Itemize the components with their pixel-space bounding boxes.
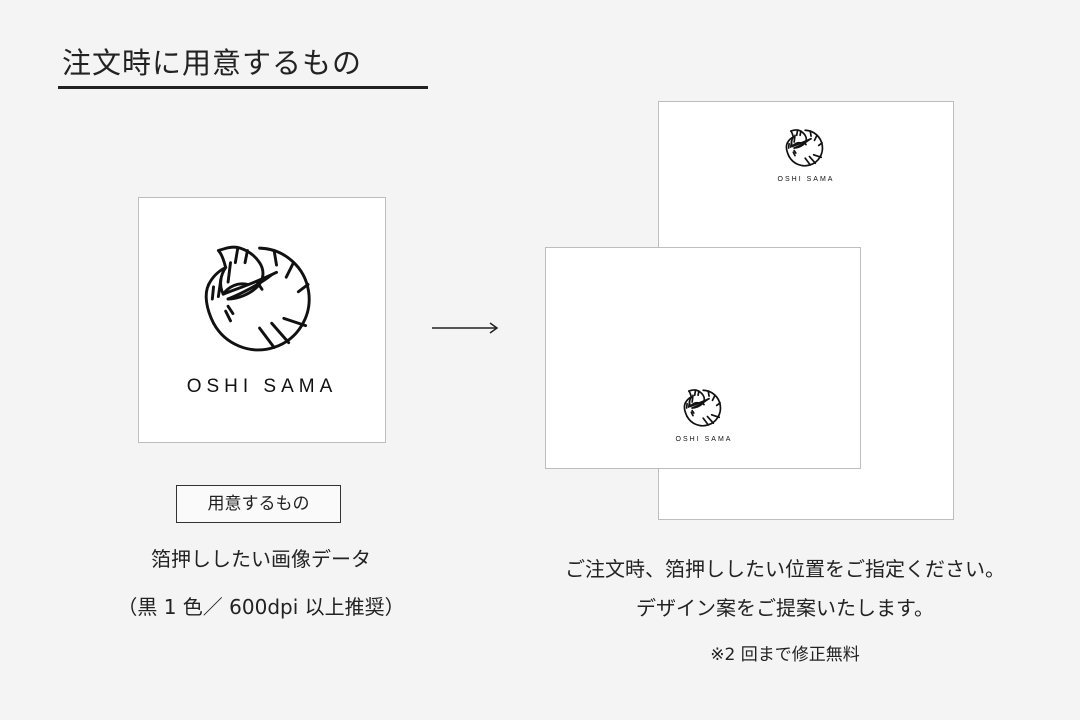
landscape-card-mockup: OSHI SAMA	[545, 247, 861, 469]
oshi-sama-logo: OSHI SAMA	[139, 236, 385, 398]
cat-logo-icon	[684, 389, 721, 426]
logo-text: OSHI SAMA	[186, 376, 338, 397]
page-title: 注文時に用意するもの	[62, 46, 363, 80]
revision-note: ※2 回まで修正無料	[710, 645, 860, 665]
left-caption-line2: （黒 1 色／ 600dpi 以上推奨）	[117, 595, 405, 619]
logo-text: OSHI SAMA	[777, 176, 835, 183]
cat-logo-icon	[786, 129, 823, 166]
right-caption-line2: デザイン案をご提案いたします。	[636, 596, 934, 620]
right-caption-line1: ご注文時、箔押ししたい位置をご指定ください。	[565, 557, 1005, 581]
oshi-sama-logo-small: OSHI SAMA	[664, 386, 744, 443]
oshi-sama-logo-small: OSHI SAMA	[659, 126, 953, 183]
source-image-card: OSHI SAMA	[138, 197, 386, 443]
prepare-badge: 用意するもの	[176, 485, 341, 523]
cat-logo-icon	[205, 246, 310, 351]
arrow-right-icon	[432, 322, 499, 334]
title-underline	[58, 86, 428, 89]
left-caption-line1: 箔押ししたい画像データ	[151, 547, 371, 571]
logo-text: OSHI SAMA	[675, 436, 733, 443]
